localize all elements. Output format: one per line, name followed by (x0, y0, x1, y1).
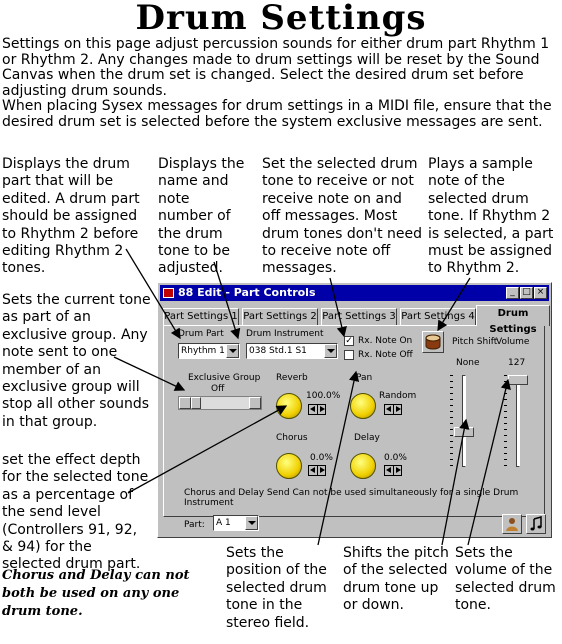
intro-text: Settings on this page adjust percussion … (2, 36, 558, 131)
close-icon[interactable]: × (534, 287, 547, 299)
note-exclusive-group: Sets the current tone as part of an excl… (2, 292, 151, 430)
rx-note-off-label: Rx. Note Off (358, 350, 413, 360)
note-drum-instrument: Displays the name and note number of the… (158, 156, 245, 277)
delay-value: 0.0% (384, 453, 407, 463)
pitch-shift-value: None (456, 358, 480, 368)
person-icon-button[interactable] (502, 514, 522, 534)
chorus-label: Chorus (276, 433, 308, 443)
volume-ticks (504, 375, 507, 467)
leader-drum-part (125, 248, 181, 340)
leader-drum-instrument (213, 261, 241, 340)
intro-paragraph-2: When placing Sysex messages for drum set… (2, 98, 552, 130)
drum-part-value: Rhythm 1 (181, 346, 225, 356)
pan-value: Random (379, 391, 417, 401)
chevron-down-icon[interactable] (226, 344, 239, 358)
leader-rx-note (329, 277, 347, 338)
app-icon (163, 288, 174, 298)
reverb-label: Reverb (276, 373, 308, 383)
exclusive-group-value: Off (211, 384, 225, 394)
part-value: A 1 (216, 518, 231, 528)
scroll-thumb[interactable] (191, 397, 201, 409)
chorus-value: 0.0% (310, 453, 333, 463)
note-volume: Sets the volume of the selected drum ton… (455, 545, 556, 614)
minimize-icon[interactable]: _ (506, 287, 519, 299)
volume-value: 127 (508, 358, 526, 368)
intro-paragraph-1: Settings on this page adjust percussion … (2, 36, 550, 99)
note-pitch-shift: Shifts the pitch of the selected drum to… (343, 545, 449, 614)
music-note-icon (530, 516, 542, 531)
chevron-down-icon[interactable] (324, 344, 337, 358)
rx-note-off-checkbox[interactable] (344, 350, 354, 360)
part-label: Part: (184, 520, 205, 530)
drum-part-label: Drum Part (178, 329, 224, 339)
window-title: 88 Edit - Part Controls (178, 286, 316, 299)
chevron-down-icon[interactable] (245, 516, 258, 530)
leader-effect-depth (127, 405, 288, 494)
note-chorus-delay-warning: Chorus and Delay can not both be used on… (2, 568, 190, 619)
leader-pitch-shift (441, 418, 470, 546)
leader-volume (467, 378, 511, 546)
tab-part-settings-2[interactable]: Part Settings 2 (242, 308, 318, 325)
tab-part-settings-4[interactable]: Part Settings 4 (400, 308, 476, 325)
music-note-button[interactable] (526, 514, 546, 534)
leader-exclusive-group (113, 356, 186, 391)
drum-instrument-value: 038 Std.1 S1 (249, 346, 307, 356)
note-rx-note: Set the selected drum tone to receive or… (262, 156, 422, 277)
exclusive-group-scrollbar[interactable] (178, 396, 262, 410)
note-pan: Sets the position of the selected drum t… (226, 545, 327, 631)
tab-drum-settings[interactable]: Drum Settings (476, 305, 550, 335)
part-select[interactable]: A 1 (213, 515, 259, 531)
play-sample-button[interactable] (422, 331, 444, 353)
drum-settings-panel (163, 325, 545, 517)
scroll-left-icon[interactable] (179, 397, 191, 409)
note-play-sample: Plays a sample note of the selected drum… (428, 156, 554, 277)
pan-spinner[interactable] (384, 404, 402, 415)
note-drum-part: Displays the drum part that will be edit… (2, 156, 140, 277)
drum-part-select[interactable]: Rhythm 1 (178, 343, 240, 359)
delay-knob[interactable] (350, 453, 376, 479)
drum-instrument-select[interactable]: 038 Std.1 S1 (246, 343, 338, 359)
reverb-spinner[interactable] (308, 404, 326, 415)
chorus-spinner[interactable] (308, 465, 326, 476)
rx-note-on-label: Rx. Note On (358, 336, 413, 346)
leader-pan (317, 370, 360, 546)
reverb-value: 100.0% (306, 391, 341, 401)
rx-note-on-checkbox[interactable]: ✓ (344, 336, 354, 346)
tab-part-settings-1[interactable]: Part Settings 1 (163, 308, 239, 325)
chorus-delay-warning: Chorus and Delay Send Can not be used si… (184, 488, 519, 508)
delay-label: Delay (354, 433, 380, 443)
drum-instrument-label: Drum Instrument (246, 329, 324, 339)
volume-label: Volume (496, 337, 530, 347)
exclusive-group-label: Exclusive Group (188, 373, 261, 383)
pitch-ticks (450, 375, 453, 467)
pitch-shift-label: Pitch Shift (452, 337, 498, 347)
leader-play-sample (437, 277, 471, 332)
maximize-icon[interactable]: □ (520, 287, 533, 299)
drum-icon (425, 334, 441, 350)
delay-spinner[interactable] (384, 465, 402, 476)
scroll-right-icon[interactable] (249, 397, 261, 409)
page-title: Drum Settings (135, 0, 427, 38)
window-titlebar[interactable]: 88 Edit - Part Controls _ □ × (160, 285, 549, 301)
person-icon (506, 518, 518, 531)
pan-label: Pan (356, 373, 373, 383)
note-effect-depth: set the effect depth for the selected to… (2, 452, 149, 573)
chorus-knob[interactable] (276, 453, 302, 479)
pan-knob[interactable] (350, 393, 376, 419)
